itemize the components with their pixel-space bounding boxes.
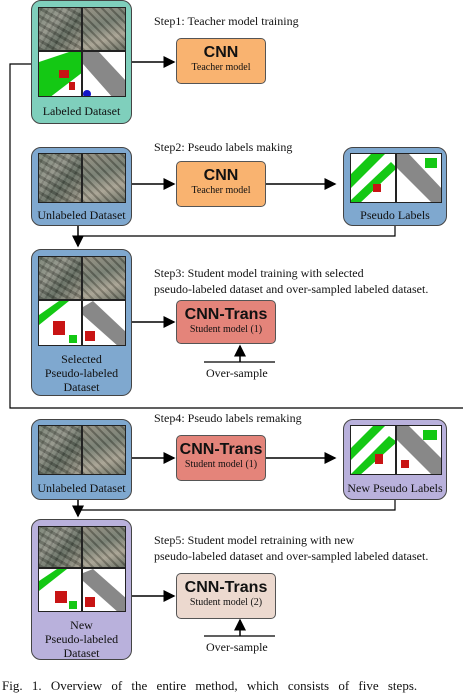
label-mask-image — [38, 300, 82, 346]
panel-label-line: Selected — [61, 352, 102, 366]
teacher-model-box: CNN Teacher model — [176, 38, 266, 84]
pseudo-labels-panel: Pseudo Labels — [343, 147, 447, 226]
aerial-image — [38, 425, 82, 475]
label-mask-image — [82, 51, 126, 97]
label-mask-image — [82, 568, 126, 612]
panel-label-line: Dataset — [63, 380, 100, 394]
new-dataset-panel: New Pseudo-labeled Dataset — [31, 519, 132, 660]
model-title: CNN-Trans — [184, 306, 268, 323]
model-subtitle: Teacher model — [191, 185, 251, 196]
panel-label-line: Pseudo-labeled — [44, 632, 119, 646]
model-subtitle: Student model (1) — [189, 324, 263, 335]
panel-label: Unlabeled Dataset — [37, 481, 126, 495]
step3-label-line: pseudo-labeled dataset and over-sampled … — [154, 282, 429, 296]
label-mask-image — [396, 153, 442, 203]
panel-label: Labeled Dataset — [42, 104, 121, 118]
panel-label: New Pseudo Labels — [347, 481, 443, 495]
model-subtitle: Student model (2) — [189, 597, 263, 608]
label-mask-image — [82, 300, 126, 346]
step4-label: Step4: Pseudo labels remaking — [154, 411, 302, 425]
panel-label-line: Pseudo-labeled — [44, 366, 119, 380]
aerial-image — [82, 153, 126, 203]
aerial-image — [38, 526, 82, 568]
label-mask-image — [350, 153, 396, 203]
panel-label-line: New — [70, 618, 93, 632]
aerial-image — [82, 425, 126, 475]
panel-label: Unlabeled Dataset — [37, 208, 126, 222]
aerial-image — [38, 256, 82, 300]
oversample-label: Over-sample — [206, 640, 268, 654]
step3-label-line: Step3: Student model training with selec… — [154, 266, 364, 280]
panel-label-line: Dataset — [63, 646, 100, 660]
panel-label: Pseudo Labels — [360, 208, 430, 222]
selected-dataset-panel: Selected Pseudo-labeled Dataset — [31, 249, 132, 396]
student-model-box: CNN-Trans Student model (1) — [176, 435, 266, 481]
unlabeled-dataset-panel: Unlabeled Dataset — [31, 147, 132, 226]
label-mask-image — [350, 425, 396, 475]
label-mask-image — [38, 568, 82, 612]
label-mask-image — [38, 51, 82, 97]
labeled-dataset-panel: Labeled Dataset — [31, 0, 132, 124]
model-title: CNN-Trans — [184, 579, 268, 596]
model-title: CNN-Trans — [179, 441, 263, 458]
step1-label: Step1: Teacher model training — [154, 14, 299, 28]
aerial-image — [38, 153, 82, 203]
aerial-image — [82, 7, 126, 51]
model-subtitle: Teacher model — [191, 62, 251, 73]
aerial-image — [82, 526, 126, 568]
teacher-model-box: CNN Teacher model — [176, 161, 266, 207]
model-title: CNN — [203, 44, 239, 61]
oversample-label: Over-sample — [206, 366, 268, 380]
label-mask-image — [396, 425, 442, 475]
aerial-image — [82, 256, 126, 300]
student-model-box: CNN-Trans Student model (1) — [176, 300, 276, 344]
model-subtitle: Student model (1) — [184, 459, 258, 470]
unlabeled-dataset-panel: Unlabeled Dataset — [31, 419, 132, 500]
student-model-box: CNN-Trans Student model (2) — [176, 573, 276, 619]
aerial-image — [38, 7, 82, 51]
model-title: CNN — [203, 167, 239, 184]
step5-label-line: pseudo-labeled dataset and over-sampled … — [154, 549, 429, 563]
figure-caption: Fig. 1. Overview of the entire method, w… — [2, 678, 418, 693]
step5-label-line: Step5: Student model retraining with new — [154, 533, 355, 547]
step2-label: Step2: Pseudo labels making — [154, 140, 293, 154]
new-pseudo-labels-panel: New Pseudo Labels — [343, 419, 447, 500]
